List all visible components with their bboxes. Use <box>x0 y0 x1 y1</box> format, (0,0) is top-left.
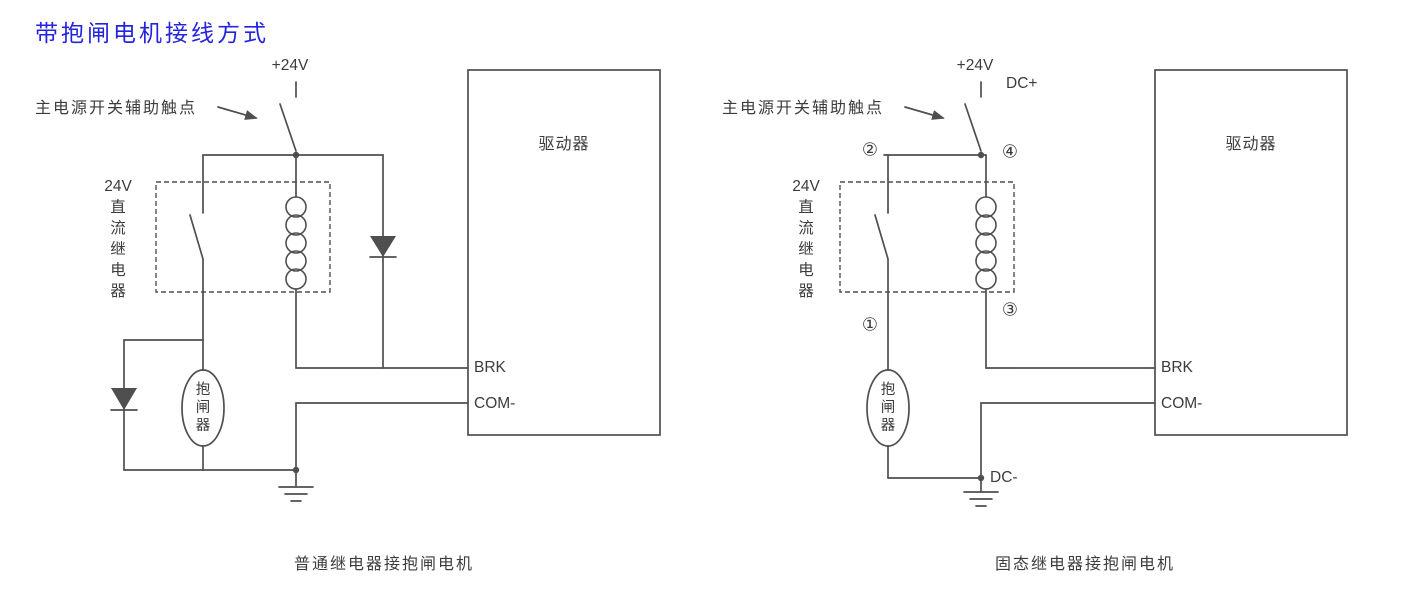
left-brake-label: 抱 闸 器 <box>195 382 211 434</box>
left-relay-dashed-box <box>155 181 331 293</box>
left-aux-contact-label: 主电源开关辅助触点 <box>35 100 198 117</box>
right-relay-dashed-box <box>839 181 1015 293</box>
left-relay-contact-icon <box>189 154 204 371</box>
left-pointer-arrow-icon <box>217 106 258 120</box>
right-terminal-2-badge: ② <box>861 139 879 160</box>
left-coil-flyback-diode-icon <box>369 236 397 258</box>
left-com-wire <box>295 402 469 471</box>
right-terminal-3-badge: ③ <box>1001 299 1019 320</box>
left-driver-label: 驱动器 <box>538 136 590 153</box>
left-caption: 普通继电器接抱闸电机 <box>293 556 475 573</box>
right-com-terminal-label: COM- <box>1161 395 1203 412</box>
right-coil-icon <box>975 196 997 290</box>
right-brk-terminal-label: BRK <box>1161 359 1193 376</box>
right-terminal-4-badge: ④ <box>1001 141 1019 162</box>
left-switch-blade-icon <box>279 103 297 152</box>
right-ground-icon <box>963 477 999 507</box>
right-relay-label: 24V 直 流 继 电 器 <box>792 178 820 300</box>
right-dc-minus-label: DC- <box>990 469 1018 486</box>
right-supply-24v-label: +24V <box>956 57 994 74</box>
right-switch-blade-icon <box>964 103 982 152</box>
left-coil-icon <box>285 196 307 290</box>
right-dc-plus-label: DC+ <box>1006 75 1038 92</box>
left-supply-24v-label: +24V <box>271 57 309 74</box>
right-brake-label: 抱 闸 器 <box>880 382 896 434</box>
left-brk-terminal-label: BRK <box>474 359 506 376</box>
right-driver-box <box>1154 69 1348 436</box>
left-driver-box <box>467 69 661 436</box>
left-circuit <box>110 69 661 502</box>
left-com-terminal-label: COM- <box>474 395 516 412</box>
right-terminal-1-badge: ① <box>861 314 879 335</box>
right-relay-contact-icon <box>874 154 889 371</box>
right-com-wire <box>980 402 1156 479</box>
left-brake-flyback-diode-icon <box>110 388 138 411</box>
right-caption: 固态继电器接抱闸电机 <box>994 556 1176 573</box>
right-driver-label: 驱动器 <box>1225 136 1277 153</box>
left-top-wire <box>202 154 384 369</box>
left-ground-icon <box>278 469 314 502</box>
right-aux-contact-label: 主电源开关辅助触点 <box>722 100 885 117</box>
page-title: 带抱闸电机接线方式 <box>35 20 269 46</box>
right-circuit <box>839 69 1348 507</box>
left-relay-label: 24V 直 流 继 电 器 <box>104 178 132 300</box>
right-pointer-arrow-icon <box>904 106 945 120</box>
